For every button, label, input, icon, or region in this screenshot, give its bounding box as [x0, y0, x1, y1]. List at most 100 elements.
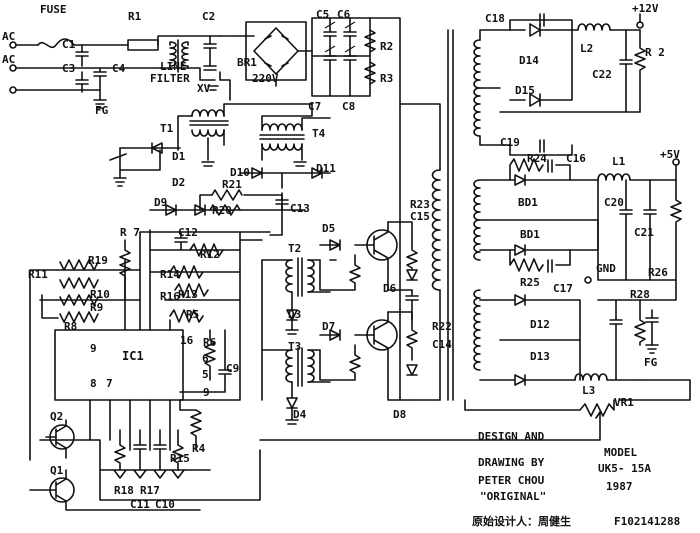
l3-label: L3 [582, 384, 595, 397]
labels: AC AC FUSE FG R1 C1 C2 C3 C4 LINE FILTER… [2, 2, 680, 511]
original-line: "ORIGINAL" [480, 490, 546, 503]
r26-resistor [670, 179, 682, 281]
d12-label: D12 [530, 318, 550, 331]
r16-label: R16 [160, 290, 180, 303]
r21-resistor [211, 189, 243, 201]
line-filter-coil-1 [169, 41, 177, 69]
c11-label: C11 [130, 498, 150, 511]
br1-label: BR1 [237, 56, 257, 69]
c21-label: C21 [634, 226, 654, 239]
c8-label: C8 [342, 100, 355, 113]
c13-label: C13 [290, 202, 310, 215]
vr1-potentiometer [464, 399, 615, 426]
c4-label: C4 [112, 62, 126, 75]
r14-resistor [169, 265, 204, 279]
d4-diode [286, 397, 298, 409]
r3-label: R3 [380, 72, 393, 85]
r2-output-resistor [634, 29, 646, 113]
c15-label: C15 [410, 210, 430, 223]
control-ground-bus [39, 429, 261, 501]
transformer-t4 [259, 103, 331, 167]
d8-label: D8 [393, 408, 406, 421]
r6-label: R6 [203, 336, 217, 349]
transformer-t3 [239, 239, 331, 425]
r20-resistor [209, 204, 241, 216]
r6-resistor [204, 329, 216, 381]
r28-resistor [634, 299, 646, 346]
gnd-terminal [584, 276, 592, 284]
line-filter-label-1: LINE [160, 60, 187, 73]
d11-label: D11 [316, 162, 336, 175]
r2-output-label: R 2 [645, 46, 665, 59]
d14-label: D14 [519, 54, 539, 67]
l2-label: L2 [580, 42, 593, 55]
design-line: DESIGN AND [478, 430, 545, 443]
r11-label: R11 [28, 268, 48, 281]
l1-inductor [597, 173, 677, 181]
d13-diode [479, 374, 576, 386]
ic-pin-5: 5 [202, 368, 209, 381]
r5-resistor [169, 309, 204, 323]
line-filter-label-2: FILTER [150, 72, 190, 85]
c18-label: C18 [485, 12, 505, 25]
c3-label: C3 [62, 62, 75, 75]
r7-label: R 7 [120, 226, 140, 239]
title-block: DESIGN AND DRAWING BY PETER CHOU "ORIGIN… [472, 430, 680, 528]
fg-output-label: FG [644, 356, 658, 369]
r17-label: R17 [140, 484, 160, 497]
d6-label: D6 [383, 282, 397, 295]
r1-label: R1 [128, 10, 142, 23]
designer-chinese: 原始设计人：周健生 [472, 514, 571, 528]
author-line: PETER CHOU [478, 474, 545, 487]
l1-label: L1 [612, 155, 626, 168]
r19-resistor [59, 259, 99, 271]
d5-label: D5 [322, 222, 335, 235]
transformer-t2 [261, 257, 331, 335]
d1-label: D1 [172, 150, 186, 163]
r24-label: R24 [527, 152, 547, 165]
ac-label-2: AC [2, 53, 15, 66]
fuse-symbol [37, 38, 75, 49]
drawing-line: DRAWING BY [478, 456, 545, 469]
document-code: F102141288 [614, 515, 680, 528]
r10-label: R10 [90, 288, 110, 301]
d2-label: D2 [172, 176, 185, 189]
fg-ground-symbol [93, 99, 107, 109]
d6-diode [406, 269, 418, 281]
r14-label: R14 [160, 268, 180, 281]
c16-label: C16 [566, 152, 586, 165]
q2-transistor [45, 419, 75, 459]
r4-label: R4 [192, 442, 206, 455]
plus12v-label: +12V [632, 2, 659, 15]
ic-pin-8: 8 [90, 377, 97, 390]
vr1-label: VR1 [614, 396, 634, 409]
r8-resistor [59, 311, 99, 323]
r4-resistor [190, 409, 202, 451]
bd1-lower-label: BD1 [520, 228, 540, 241]
r13-label: R13 [178, 288, 198, 301]
c12-label: C12 [178, 226, 198, 239]
r2-label: R2 [380, 40, 393, 53]
bulk-capacitor-bank [311, 17, 401, 401]
t1-label: T1 [160, 122, 174, 135]
d9-diode [165, 204, 177, 216]
r25-label: R25 [520, 276, 540, 289]
model-year: 1987 [606, 480, 633, 493]
d8-diode [406, 364, 418, 376]
switch-q-lower [319, 311, 441, 401]
c6-label: C6 [337, 8, 351, 21]
ac-label-1: AC [2, 30, 15, 43]
bd1-upper-diode [514, 174, 599, 186]
d7-diode [319, 329, 341, 341]
ic-pin-16: 16 [180, 334, 194, 347]
switch-q-upper [319, 221, 419, 321]
feedback-network [149, 189, 306, 236]
c15-capacitor [405, 289, 419, 321]
c17-label: C17 [553, 282, 573, 295]
r5-label: R5 [186, 308, 199, 321]
d4-label: D4 [293, 408, 307, 421]
d10-label: D10 [230, 166, 250, 179]
d15-diode [509, 29, 573, 107]
ic1-label: IC1 [122, 349, 144, 363]
ic1-controller [54, 229, 184, 451]
